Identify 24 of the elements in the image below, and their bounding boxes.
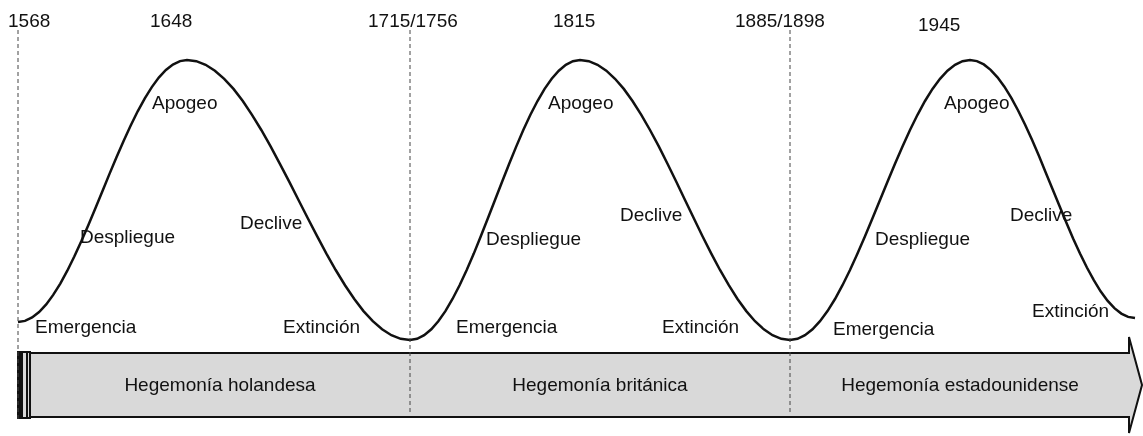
band-segment <box>30 352 410 418</box>
year-label: 1815 <box>553 10 596 32</box>
era-title: Hegemonía estadounidense <box>841 374 1079 396</box>
phase-label: Apogeo <box>548 92 614 114</box>
year-label: 1945 <box>918 14 961 36</box>
year-label: 1648 <box>150 10 193 32</box>
era-title: Hegemonía británica <box>512 374 688 396</box>
phase-label: Extinción <box>283 316 361 338</box>
phase-label: Emergencia <box>35 316 137 338</box>
era-title: Hegemonía holandesa <box>124 374 316 396</box>
phase-label: Declive <box>240 212 303 234</box>
phase-label: Extinción <box>662 316 740 338</box>
phase-label: Emergencia <box>833 318 935 340</box>
year-label: 1568 <box>8 10 51 32</box>
phase-label: Despliegue <box>875 228 971 250</box>
phase-label: Extinción <box>1032 300 1110 322</box>
band-segment <box>410 352 790 418</box>
phase-label: Emergencia <box>456 316 558 338</box>
phase-label: Declive <box>620 204 683 226</box>
phase-label: Apogeo <box>152 92 218 114</box>
phase-label: Despliegue <box>486 228 582 250</box>
year-label: 1715/1756 <box>368 10 458 32</box>
phase-label: Apogeo <box>944 92 1010 114</box>
year-label: 1885/1898 <box>735 10 825 32</box>
